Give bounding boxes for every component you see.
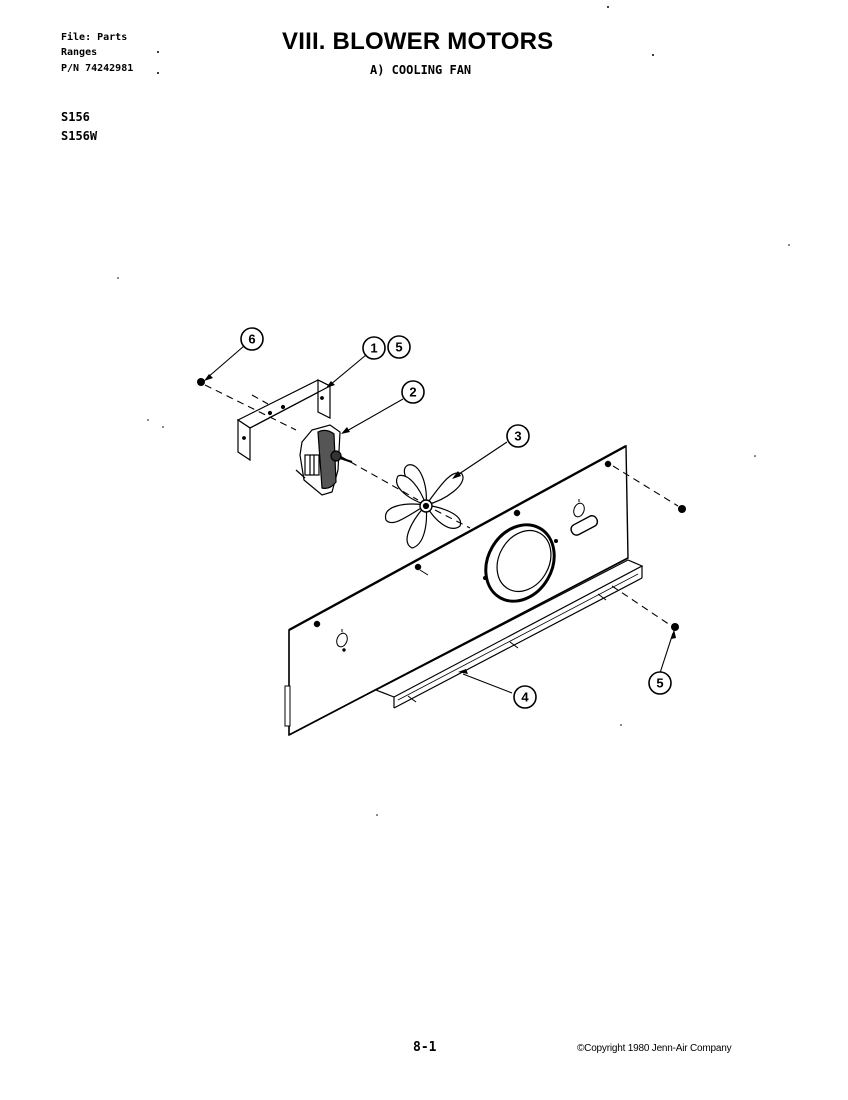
callout-label: 5 xyxy=(656,676,663,691)
leader-lines xyxy=(206,345,674,694)
callout-4: 4 xyxy=(513,685,537,709)
callout-label: 3 xyxy=(514,429,521,444)
page-number: 8-1 xyxy=(413,1040,437,1055)
model-item: S156W xyxy=(61,129,98,143)
leader-arrowheads xyxy=(204,374,676,674)
motor-bracket xyxy=(236,379,332,462)
callout-1: 1 xyxy=(362,336,386,360)
screw-5-bottom xyxy=(671,623,679,631)
part-number-label: P/N 74242981 xyxy=(61,63,134,74)
callout-2: 2 xyxy=(401,380,425,404)
fan-blade xyxy=(385,464,464,549)
callout-3: 3 xyxy=(506,424,530,448)
callout-6-top: 6 xyxy=(240,327,264,351)
page-title: VIII. BLOWER MOTORS xyxy=(282,28,554,55)
assembly-lines xyxy=(204,384,679,626)
screw-6 xyxy=(197,378,205,386)
file-label: File: Parts xyxy=(61,32,128,43)
callout-5-top: 5 xyxy=(387,335,411,359)
scan-specks xyxy=(117,6,790,816)
blower-motor xyxy=(295,424,353,496)
page-subtitle: A) COOLING FAN xyxy=(370,63,472,77)
callout-label: 2 xyxy=(409,385,416,400)
copyright-notice: ©Copyright 1980 Jenn-Air Company xyxy=(577,1043,732,1054)
callout-label: 5 xyxy=(395,340,402,355)
screw-5-top xyxy=(678,505,686,513)
model-item: S156 xyxy=(61,110,90,124)
model-list: S156 S156W xyxy=(61,108,97,146)
category-label: Ranges xyxy=(61,47,98,58)
mounting-panel xyxy=(284,444,644,737)
callout-label: 6 xyxy=(248,332,255,347)
callout-label: 1 xyxy=(370,341,377,356)
callout-label: 4 xyxy=(521,690,529,705)
callout-5-bottom: 5 xyxy=(648,671,672,695)
